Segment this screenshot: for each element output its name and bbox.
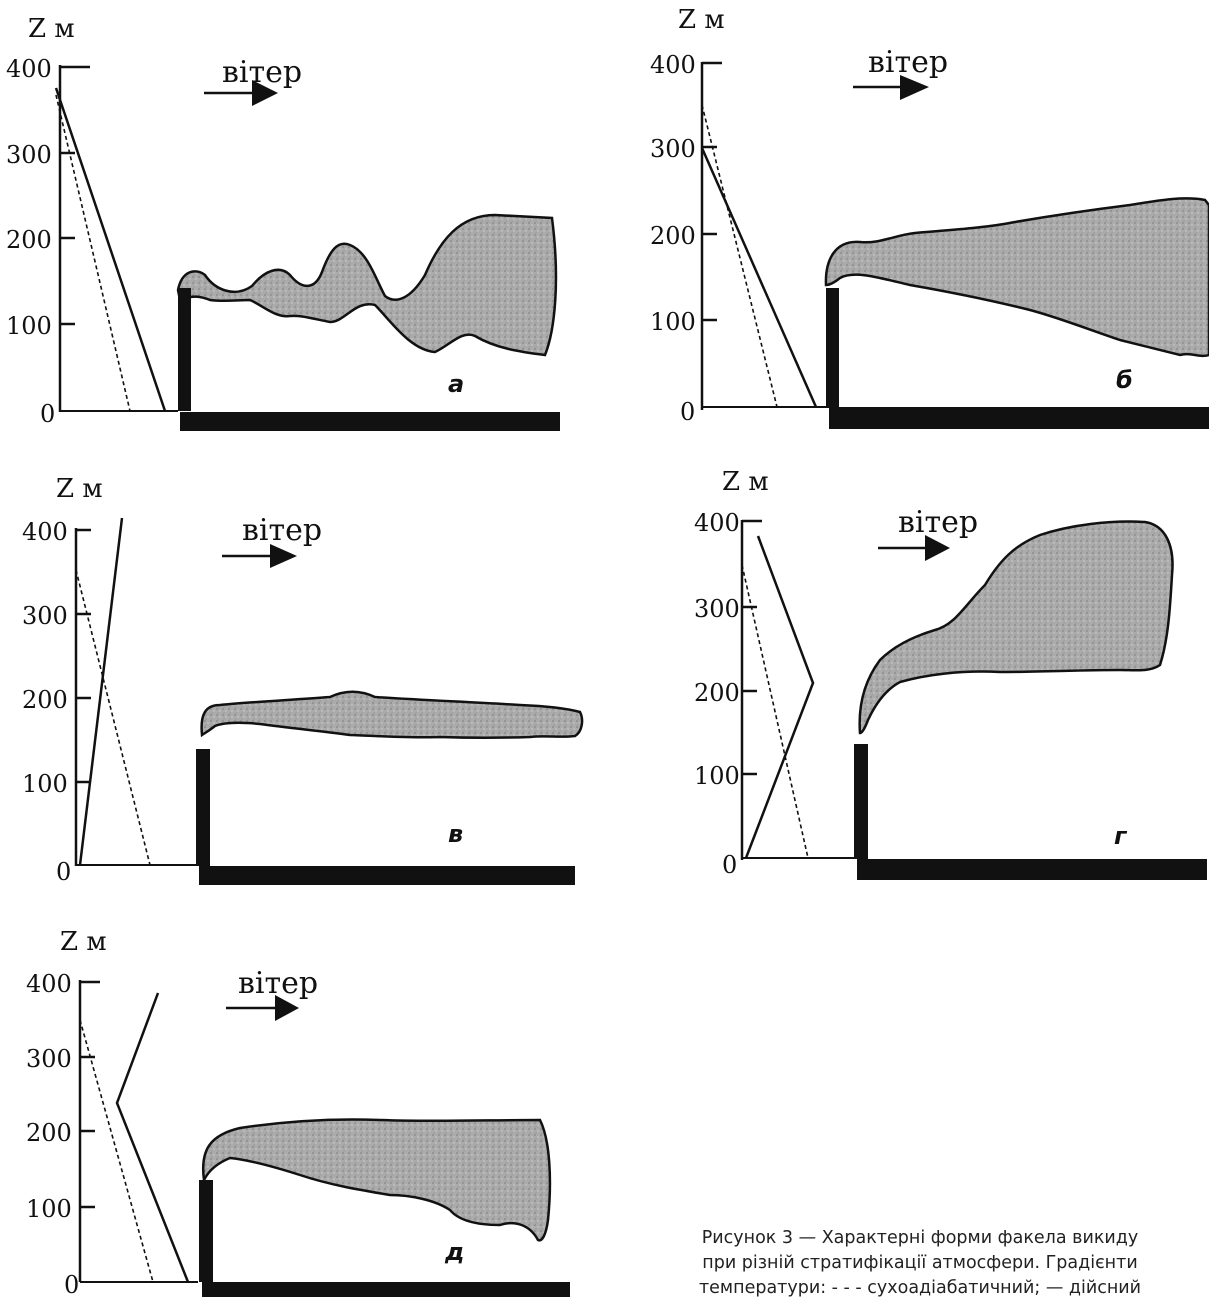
axis-ticks: [742, 521, 762, 774]
actual-gradient: [80, 518, 122, 865]
tick-label: 200: [26, 1119, 72, 1147]
tick-label: 300: [694, 595, 740, 623]
plume: [826, 198, 1209, 355]
smokestack: [854, 744, 868, 859]
wind-label: вітер: [898, 505, 978, 540]
wind-label: вітер: [868, 45, 948, 80]
tick-label: 300: [6, 141, 52, 169]
axis-ticks: [60, 67, 90, 324]
actual-gradient: [746, 536, 813, 858]
panel-letter: д: [444, 1238, 464, 1266]
plume: [178, 215, 556, 355]
tick-label: 0: [680, 398, 695, 426]
tick-label: 200: [6, 226, 52, 254]
ground-bar: [857, 859, 1207, 880]
dry-adiabatic-gradient: [742, 565, 808, 858]
tick-label: 100: [650, 308, 696, 336]
axis-ticks: [80, 982, 100, 1207]
axis-label: Z м: [60, 927, 107, 957]
tick-label: 0: [722, 851, 737, 879]
panel-v: Z м 400 300 200 100 0 вітер в: [22, 474, 582, 886]
panel-letter: б: [1116, 366, 1133, 394]
tick-label: 400: [6, 55, 52, 83]
tick-label: 100: [22, 770, 68, 798]
ground-bar: [829, 407, 1209, 429]
plume: [202, 692, 582, 738]
axis-label: Z м: [56, 474, 103, 504]
ground-bar: [199, 866, 575, 885]
tick-label: 300: [650, 135, 696, 163]
panel-a: Z м 400 300 200 100 0 вітер а: [6, 14, 560, 431]
tick-label: 300: [26, 1045, 72, 1073]
tick-label: 400: [650, 51, 696, 79]
tick-label: 200: [650, 222, 696, 250]
panel-letter: а: [448, 370, 464, 398]
dry-adiabatic-gradient: [56, 95, 130, 411]
wind-label: вітер: [222, 55, 302, 90]
dry-adiabatic-gradient: [76, 570, 150, 865]
panel-g: Z м 400 300 200 100 0 вітер г: [694, 467, 1207, 880]
plume: [860, 522, 1173, 733]
tick-label: 200: [694, 679, 740, 707]
wind-label: вітер: [242, 513, 322, 548]
dry-adiabatic-gradient: [80, 1020, 153, 1282]
axis-label: Z м: [678, 5, 725, 35]
tick-label: 400: [694, 509, 740, 537]
tick-label: 0: [40, 400, 55, 428]
smokestack: [178, 288, 191, 411]
tick-label: 100: [26, 1195, 72, 1223]
tick-label: 400: [22, 518, 68, 546]
actual-gradient: [702, 148, 816, 407]
panel-letter: г: [1114, 822, 1128, 850]
tick-label: 200: [22, 686, 68, 714]
figure-caption: Рисунок 3 — Характерні форми факела вики…: [640, 1226, 1200, 1301]
tick-label: 400: [26, 970, 72, 998]
panel-b: Z м 400 300 200 100 0 вітер б: [650, 5, 1209, 429]
smokestack: [826, 288, 839, 408]
ground-bar: [202, 1282, 570, 1297]
tick-label: 300: [22, 602, 68, 630]
plume: [203, 1119, 550, 1240]
tick-label: 100: [694, 762, 740, 790]
wind-label: вітер: [238, 966, 318, 1001]
ground-bar: [180, 412, 560, 431]
dry-adiabatic-gradient: [702, 105, 777, 407]
panel-d: Z м 400 300 200 100 0 вітер д: [26, 927, 570, 1297]
axis-label: Z м: [28, 14, 75, 44]
tick-label: 100: [6, 312, 52, 340]
tick-label: 0: [64, 1271, 79, 1297]
smokestack: [196, 749, 210, 866]
tick-label: 0: [56, 858, 71, 886]
panel-letter: в: [448, 820, 463, 848]
actual-gradient: [117, 993, 188, 1282]
axis-ticks: [76, 530, 91, 782]
axis-label: Z м: [722, 467, 769, 497]
smokestack: [199, 1180, 213, 1282]
actual-gradient: [56, 88, 165, 411]
axis-ticks: [702, 63, 722, 320]
